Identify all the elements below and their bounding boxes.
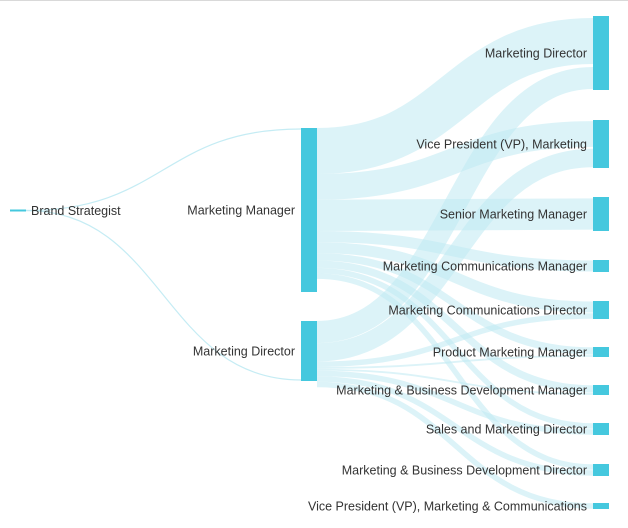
node-bs[interactable] [10,209,26,212]
node-label-mcm: Marketing Communications Manager [383,259,587,273]
node-mbdd[interactable] [593,464,609,476]
link-mm-to-mbdd [316,273,594,470]
node-label-md1: Marketing Director [193,344,295,358]
node-label-mm: Marketing Manager [187,203,295,217]
link-mm-to-vp [316,121,594,200]
node-label-bs: Brand Strategist [31,204,121,218]
link-md1-to-vp [316,148,594,362]
link-bs-to-mm [25,128,302,212]
node-label-vpmc: Vice President (VP), Marketing & Communi… [308,499,587,513]
node-label-pmm: Product Marketing Manager [433,345,587,359]
link-mm-to-pmm [316,253,594,355]
link-mm-to-smd [316,267,594,429]
link-mm-to-mbdm [316,260,594,393]
node-label-mcd: Marketing Communications Director [388,303,587,317]
node-mcm[interactable] [593,260,609,272]
node-label-md2: Marketing Director [485,46,587,60]
node-vpmc[interactable] [593,503,609,509]
top-border [0,0,628,1]
link-mm-to-md2 [316,18,594,174]
link-md1-to-mbdm [316,368,594,395]
node-md2[interactable] [593,16,609,90]
link-md1-to-mbdd [316,376,594,476]
node-smm[interactable] [593,197,609,231]
node-label-vp: Vice President (VP), Marketing [416,137,587,151]
link-md1-to-mcd [316,313,594,367]
link-mm-to-mcd [316,242,594,313]
node-label-mbdm: Marketing & Business Development Manager [336,383,587,397]
link-md1-to-vpmc [316,381,594,509]
link-md1-to-md2 [316,66,594,344]
link-md1-to-pmm [316,355,594,369]
link-md1-to-smd [316,370,594,435]
link-bs-to-md1 [25,209,302,381]
node-label-mbdd: Marketing & Business Development Directo… [342,463,587,477]
link-layer [25,18,594,509]
node-smd[interactable] [593,423,609,435]
node-md1[interactable] [301,321,317,381]
node-label-smm: Senior Marketing Manager [440,207,587,221]
node-vp[interactable] [593,120,609,168]
node-mcd[interactable] [593,301,609,319]
node-pmm[interactable] [593,347,609,357]
node-layer [10,16,609,509]
node-mm[interactable] [301,128,317,292]
node-label-smd: Sales and Marketing Director [426,422,587,436]
node-mbdm[interactable] [593,385,609,395]
